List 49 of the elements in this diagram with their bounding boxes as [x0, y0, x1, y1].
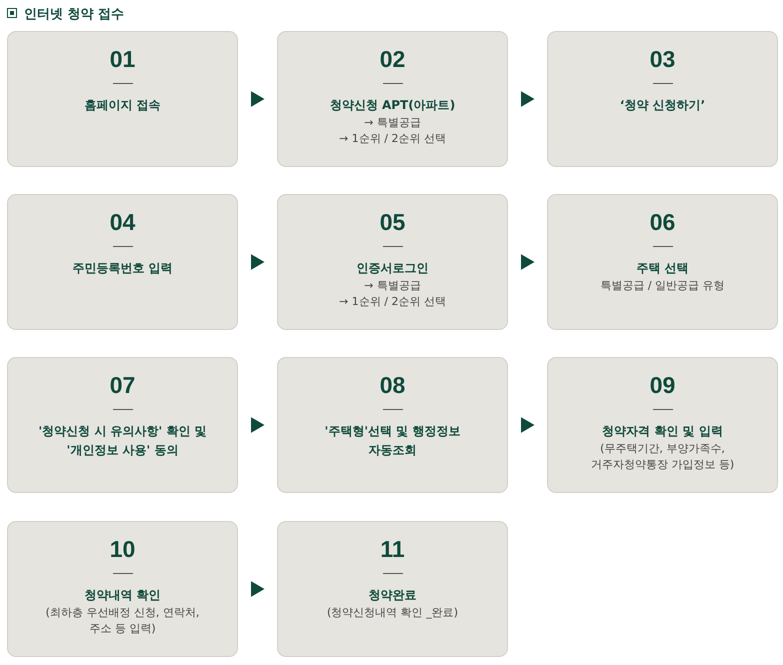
- step-card: [547, 194, 778, 330]
- step-title: 주민등록번호 입력: [72, 260, 173, 277]
- step-number: 10: [110, 535, 136, 564]
- step-description: → 1순위 / 2순위 선택: [339, 131, 446, 147]
- step-number: 02: [380, 45, 406, 74]
- step-description: (최하층 우선배정 신청, 연락처, 주소 등 입력): [44, 605, 200, 637]
- step-number: 08: [380, 371, 406, 400]
- arrow: [521, 91, 534, 107]
- step-number: 03: [650, 45, 676, 74]
- step-number: 04: [110, 208, 136, 237]
- step-card: [547, 357, 778, 493]
- step-number: 09: [650, 371, 676, 400]
- step-card: [277, 521, 508, 657]
- step-title: '주택형'선택 및 행정정보 자동조회: [324, 423, 462, 459]
- arrow: [251, 417, 264, 433]
- step-card: [277, 194, 508, 330]
- step-number: 01: [110, 45, 136, 74]
- step-card: [7, 521, 238, 657]
- arrow: [521, 254, 534, 270]
- step-card: [547, 31, 778, 167]
- step-description: → 1순위 / 2순위 선택: [339, 294, 446, 310]
- step-title: 청약완료: [368, 587, 416, 604]
- step-title: ‘청약 신청하기’: [620, 97, 706, 114]
- step-title: 청약신청 APT(아파트): [330, 97, 456, 114]
- step-number: 11: [380, 535, 405, 564]
- step-card: [7, 31, 238, 167]
- arrow: [251, 254, 264, 270]
- step-description: 특별공급 / 일반공급 유형: [600, 278, 725, 294]
- step-title: 인증서로그인: [356, 260, 428, 277]
- step-title: 주택 선택: [636, 260, 689, 277]
- step-number: 05: [380, 208, 406, 237]
- section-title: 인터넷 청약 접수: [24, 6, 124, 23]
- step-number: 06: [650, 208, 676, 237]
- step-description: → 특별공급: [364, 115, 421, 131]
- step-title: 청약자격 확인 및 입력: [602, 423, 723, 440]
- step-card: [7, 357, 238, 493]
- step-description: (무주택기간, 부양가족수, 거주자청약통장 가입정보 등): [590, 441, 736, 473]
- arrow: [521, 417, 534, 433]
- step-number: 07: [110, 371, 136, 400]
- step-card: [277, 31, 508, 167]
- step-title: '청약신청 시 유의사항' 확인 및 '개인정보 사용' 동의: [37, 423, 208, 459]
- step-title: 청약내역 확인: [84, 587, 161, 604]
- step-description: (청약신청내역 확인 _완료): [326, 605, 458, 621]
- step-card: [7, 194, 238, 330]
- arrow: [251, 581, 264, 597]
- step-title: 홈페이지 접속: [84, 97, 161, 114]
- step-card: [277, 357, 508, 493]
- arrow: [251, 91, 264, 107]
- step-description: → 특별공급: [364, 278, 421, 294]
